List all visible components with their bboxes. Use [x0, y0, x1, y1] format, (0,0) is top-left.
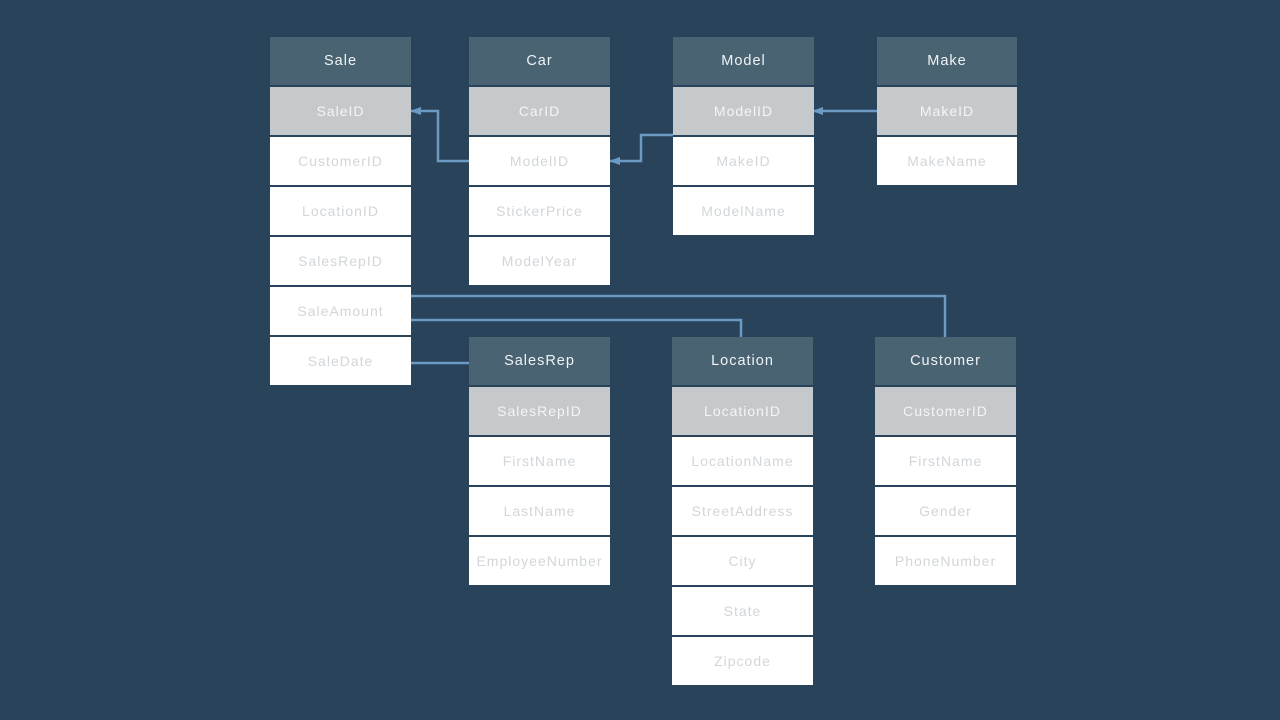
- row-sale-saleamount: SaleAmount: [270, 287, 411, 335]
- row-salesrep-employeenumber: EmployeeNumber: [469, 537, 610, 585]
- table-salesrep: SalesRep SalesRepID FirstName LastName E…: [469, 337, 610, 587]
- row-car-carid: CarID: [469, 87, 610, 135]
- table-location: Location LocationID LocationName StreetA…: [672, 337, 813, 687]
- table-customer: Customer CustomerID FirstName Gender Pho…: [875, 337, 1016, 587]
- table-customer-header: Customer: [875, 337, 1016, 385]
- row-sale-saleid: SaleID: [270, 87, 411, 135]
- row-customer-gender: Gender: [875, 487, 1016, 535]
- row-location-locationname: LocationName: [672, 437, 813, 485]
- connector-sale-location: [411, 318, 743, 337]
- table-car-header: Car: [469, 37, 610, 85]
- row-model-modelid: ModelID: [673, 87, 814, 135]
- table-location-header: Location: [672, 337, 813, 385]
- row-salesrep-lastname: LastName: [469, 487, 610, 535]
- table-model: Model ModelID MakeID ModelName: [673, 37, 814, 237]
- row-location-state: State: [672, 587, 813, 635]
- row-customer-phonenumber: PhoneNumber: [875, 537, 1016, 585]
- table-make-header: Make: [877, 37, 1017, 85]
- row-customer-firstname: FirstName: [875, 437, 1016, 485]
- table-make: Make MakeID MakeName: [877, 37, 1017, 187]
- table-sale: Sale SaleID CustomerID LocationID SalesR…: [270, 37, 411, 387]
- row-model-modelname: ModelName: [673, 187, 814, 235]
- row-location-zipcode: Zipcode: [672, 637, 813, 685]
- table-sale-header: Sale: [270, 37, 411, 85]
- table-salesrep-header: SalesRep: [469, 337, 610, 385]
- table-model-header: Model: [673, 37, 814, 85]
- row-make-makeid: MakeID: [877, 87, 1017, 135]
- row-sale-salesrepid: SalesRepID: [270, 237, 411, 285]
- row-location-locationid: LocationID: [672, 387, 813, 435]
- row-car-stickerprice: StickerPrice: [469, 187, 610, 235]
- arrowhead-car-modelid: [609, 157, 620, 165]
- row-car-modelid: ModelID: [469, 137, 610, 185]
- row-customer-customerid: CustomerID: [875, 387, 1016, 435]
- row-make-makename: MakeName: [877, 137, 1017, 185]
- row-model-makeid: MakeID: [673, 137, 814, 185]
- arrowhead-sale-saleid: [410, 107, 421, 115]
- row-salesrep-firstname: FirstName: [469, 437, 610, 485]
- connector-sale-car: [411, 109, 469, 163]
- row-sale-saledate: SaleDate: [270, 337, 411, 385]
- row-sale-locationid: LocationID: [270, 187, 411, 235]
- connector-sale-customer: [411, 294, 947, 337]
- row-location-city: City: [672, 537, 813, 585]
- connector-car-model: [610, 133, 673, 163]
- table-car: Car CarID ModelID StickerPrice ModelYear: [469, 37, 610, 287]
- row-sale-customerid: CustomerID: [270, 137, 411, 185]
- row-salesrep-salesrepid: SalesRepID: [469, 387, 610, 435]
- row-location-streetaddress: StreetAddress: [672, 487, 813, 535]
- row-car-modelyear: ModelYear: [469, 237, 610, 285]
